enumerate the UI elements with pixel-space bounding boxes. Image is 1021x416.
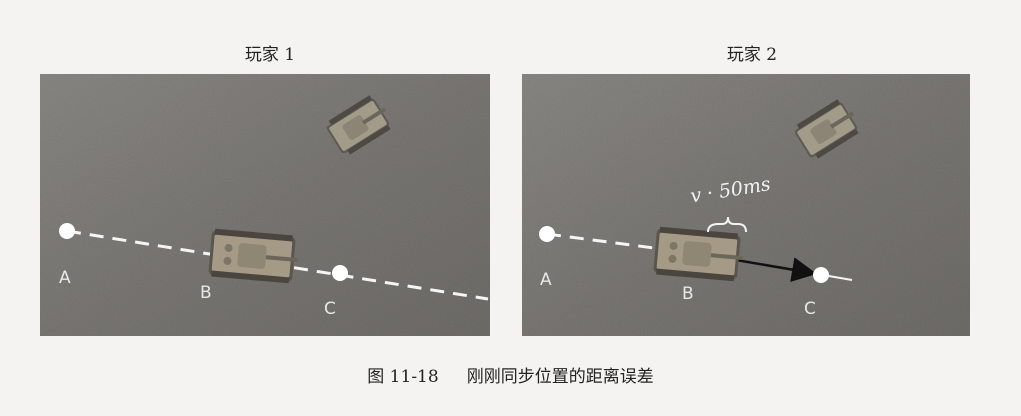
player-tank <box>208 228 298 284</box>
point-c <box>813 267 829 283</box>
figure-caption: 图 11-18 刚刚同步位置的距离误差 <box>0 362 1021 387</box>
ground <box>40 74 490 336</box>
point-a <box>539 226 555 242</box>
figure-number: 图 11-18 <box>367 367 439 387</box>
label-b: B <box>200 283 212 303</box>
label-c: C <box>804 299 816 319</box>
point-a <box>59 223 75 239</box>
point-c <box>332 265 348 281</box>
panel-title-player-1: 玩家 1 <box>244 45 296 65</box>
player-tank <box>653 226 743 282</box>
error-arrow <box>735 257 817 282</box>
label-b: B <box>682 284 694 304</box>
label-a: A <box>540 270 552 290</box>
caption-text: 刚刚同步位置的距离误差 <box>466 367 654 387</box>
enemy-tank <box>794 99 859 159</box>
ground <box>522 74 970 336</box>
label-a: A <box>59 268 71 288</box>
distance-brace <box>707 216 747 233</box>
scene-player-2: v · 50ms A B C <box>522 74 970 336</box>
panel-title-player-2: 玩家 2 <box>726 45 778 65</box>
movement-path-past <box>546 232 655 250</box>
enemy-tank <box>326 95 391 155</box>
scene-player-1: A B C <box>40 74 490 336</box>
label-c: C <box>324 299 336 319</box>
